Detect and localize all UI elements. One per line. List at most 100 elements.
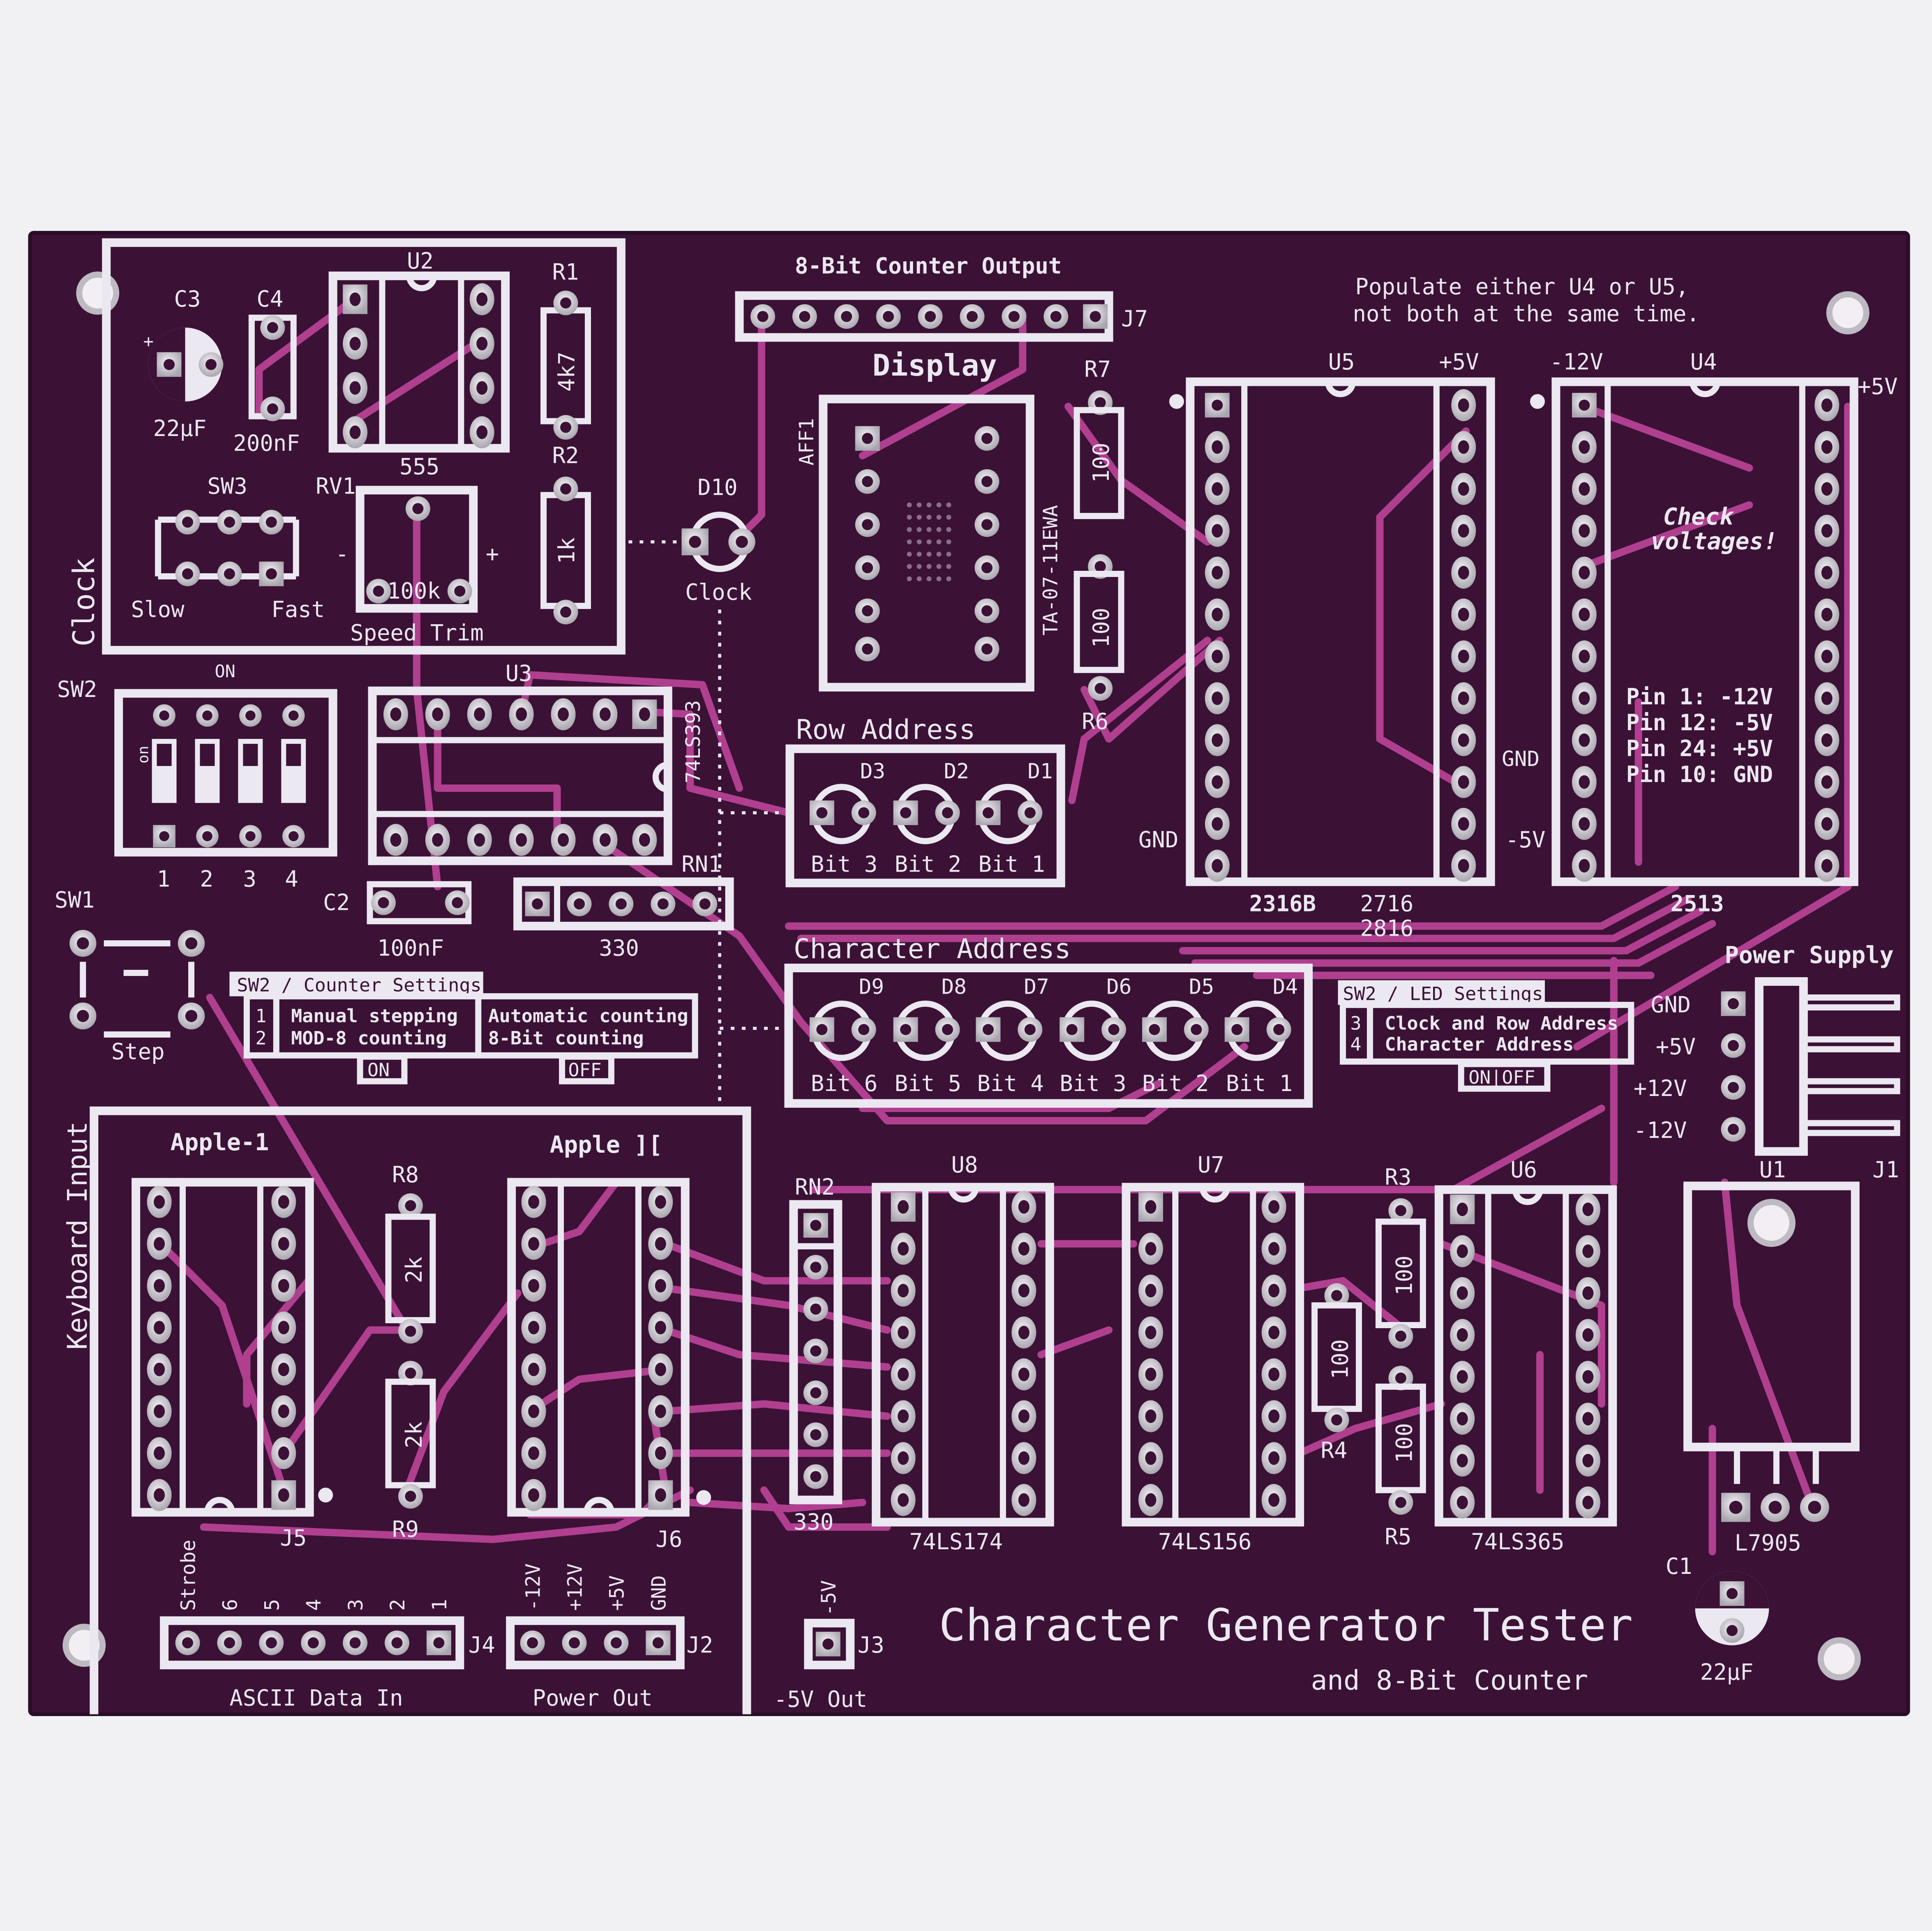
char-d9: D9 [859, 975, 884, 999]
sw2-dip-switch: SW2 ON on 1 2 3 4 [57, 661, 337, 892]
u5-value-2: 2716 [1360, 891, 1413, 917]
sw2-pin-2: 2 [200, 866, 213, 892]
rn2-label: RN2 [795, 1174, 835, 1200]
j4-pin-5: 5 [261, 1599, 284, 1611]
u7-value: 74LS156 [1158, 1529, 1251, 1555]
counter-off: OFF [568, 1059, 602, 1081]
char-bit-3: Bit 3 [1059, 1070, 1126, 1096]
r4-label: R4 [1321, 1437, 1348, 1463]
counter-on: ON [367, 1059, 390, 1081]
sw2-pin-1: 1 [157, 866, 170, 892]
dotted-lines [628, 540, 789, 1109]
char-d8: D8 [942, 975, 967, 999]
u5-label: U5 [1328, 349, 1355, 375]
rn2-network: RN2 330 [789, 1174, 843, 1535]
rn1-label: RN1 [681, 851, 721, 877]
r2-value: 1k [554, 538, 580, 564]
u5-value-1: 2316B [1249, 891, 1316, 917]
char-bit-2: Bit 2 [1142, 1070, 1209, 1096]
rv1-plus: + [486, 541, 499, 567]
apple2-label: Apple ][ [550, 1131, 662, 1158]
row-d2: D2 [944, 759, 969, 784]
j2-pin-minus12: -12V [522, 1563, 545, 1610]
svg-text:+: + [143, 331, 154, 351]
u2-value: 555 [399, 454, 439, 480]
clock-section-label: Clock [67, 558, 101, 646]
sw2-on-small: on [135, 746, 152, 764]
counter-row2-right: 8-Bit counting [488, 1027, 644, 1049]
led-row4-num: 4 [1350, 1033, 1362, 1055]
char-d5: D5 [1189, 975, 1214, 999]
c3-value: 22µF [153, 415, 207, 441]
j7-label: J7 [1121, 306, 1148, 332]
led-onoff: ON|OFF [1468, 1066, 1535, 1088]
pin-note-3: Pin 24: +5V [1626, 736, 1773, 761]
u8-label: U8 [951, 1152, 978, 1178]
populate-note-1: Populate either U4 or U5, [1355, 274, 1689, 300]
keyboard-input-label: Keyboard Input [62, 1121, 93, 1350]
rv1-label: RV1 [316, 473, 355, 499]
apple1-label: Apple-1 [171, 1129, 269, 1156]
r7-value: 100 [1088, 443, 1114, 482]
j2-pin-plus5: +5V [606, 1575, 628, 1611]
character-address-label: Character Address [794, 933, 1071, 965]
display-section: Display AFF1 TA-07-11EWA R7 100 [796, 348, 1124, 734]
char-bit-4: Bit 4 [977, 1070, 1043, 1096]
c4-label: C4 [256, 286, 283, 312]
u4-plus5: +5V [1858, 374, 1897, 399]
board-title: Character Generator Tester [939, 1600, 1633, 1651]
d10-clock-led: D10 Clock [681, 475, 755, 605]
u7-label: U7 [1198, 1152, 1224, 1178]
rn2-value: 330 [794, 1509, 833, 1535]
rn1-network: RN1 330 [513, 851, 734, 961]
psu-plus12: +12V [1634, 1075, 1687, 1101]
r1-label: R1 [552, 259, 579, 285]
r6-value: 100 [1088, 608, 1114, 648]
r3-value: 100 [1391, 1255, 1417, 1295]
c3-label: C3 [174, 286, 201, 312]
power-out-label: Power Out [533, 1685, 653, 1711]
rv1-minus: - [335, 541, 349, 567]
j6-label: J6 [656, 1526, 682, 1552]
j4-pin-2: 2 [387, 1599, 409, 1611]
char-d6: D6 [1106, 975, 1131, 999]
u5-gnd: GND [1138, 827, 1178, 853]
mounting-holes [62, 271, 1870, 1681]
board-subtitle: and 8-Bit Counter [1311, 1665, 1588, 1696]
c4-value: 200nF [233, 430, 300, 456]
u4-minus12: -12V [1550, 349, 1603, 375]
u6-value: 74LS365 [1471, 1529, 1564, 1555]
led-settings-table: SW2 / LED Settings 3 Clock and Row Addre… [1338, 980, 1634, 1092]
char-bit-1: Bit 1 [1226, 1070, 1293, 1096]
char-d7: D7 [1024, 975, 1049, 999]
keyboard-input-section: Keyboard Input Apple-1 Apple ][ J5 R8 2k [62, 1106, 751, 1714]
speed-trim-label: Speed Trim [350, 620, 484, 646]
row-bit-1: Bit 1 [978, 851, 1045, 877]
u5-plus5: +5V [1439, 349, 1479, 375]
u8-value: 74LS174 [909, 1529, 1003, 1555]
char-bit-5: Bit 5 [895, 1070, 961, 1096]
u4-minus5: -5V [1505, 827, 1545, 853]
u4-label: U4 [1690, 349, 1717, 375]
d10-value: Clock [685, 579, 752, 605]
counter-settings-title: SW2 / Counter Settings [237, 974, 481, 996]
clock-section: Clock C3 22µF + C4 200nF U2 555 [67, 238, 626, 655]
j4-pin-strobe: Strobe [177, 1540, 200, 1611]
check-voltages-2: voltages! [1651, 528, 1777, 555]
led-row3-num: 3 [1350, 1012, 1362, 1034]
check-voltages-1: Check [1663, 503, 1735, 531]
minus5-out-label: -5V Out [774, 1686, 867, 1712]
j7-counter-output: 8-Bit Counter Output J7 [735, 253, 1148, 342]
r7-label: R7 [1084, 356, 1111, 382]
rn1-value: 330 [599, 935, 639, 961]
aff1-label: AFF1 [796, 418, 818, 465]
u7-74ls156: U7 74LS156 [1122, 1152, 1304, 1555]
r6-label: R6 [1082, 708, 1108, 734]
row-bit-2: Bit 2 [895, 851, 961, 877]
d10-label: D10 [697, 475, 737, 501]
r3-label: R3 [1385, 1164, 1411, 1190]
r9-label: R9 [392, 1516, 419, 1542]
j2-pin-gnd: GND [648, 1575, 670, 1611]
c2-value: 100nF [377, 935, 444, 961]
r3-r4-r5: R3 100 100 R4 100 R5 [1311, 1164, 1426, 1550]
